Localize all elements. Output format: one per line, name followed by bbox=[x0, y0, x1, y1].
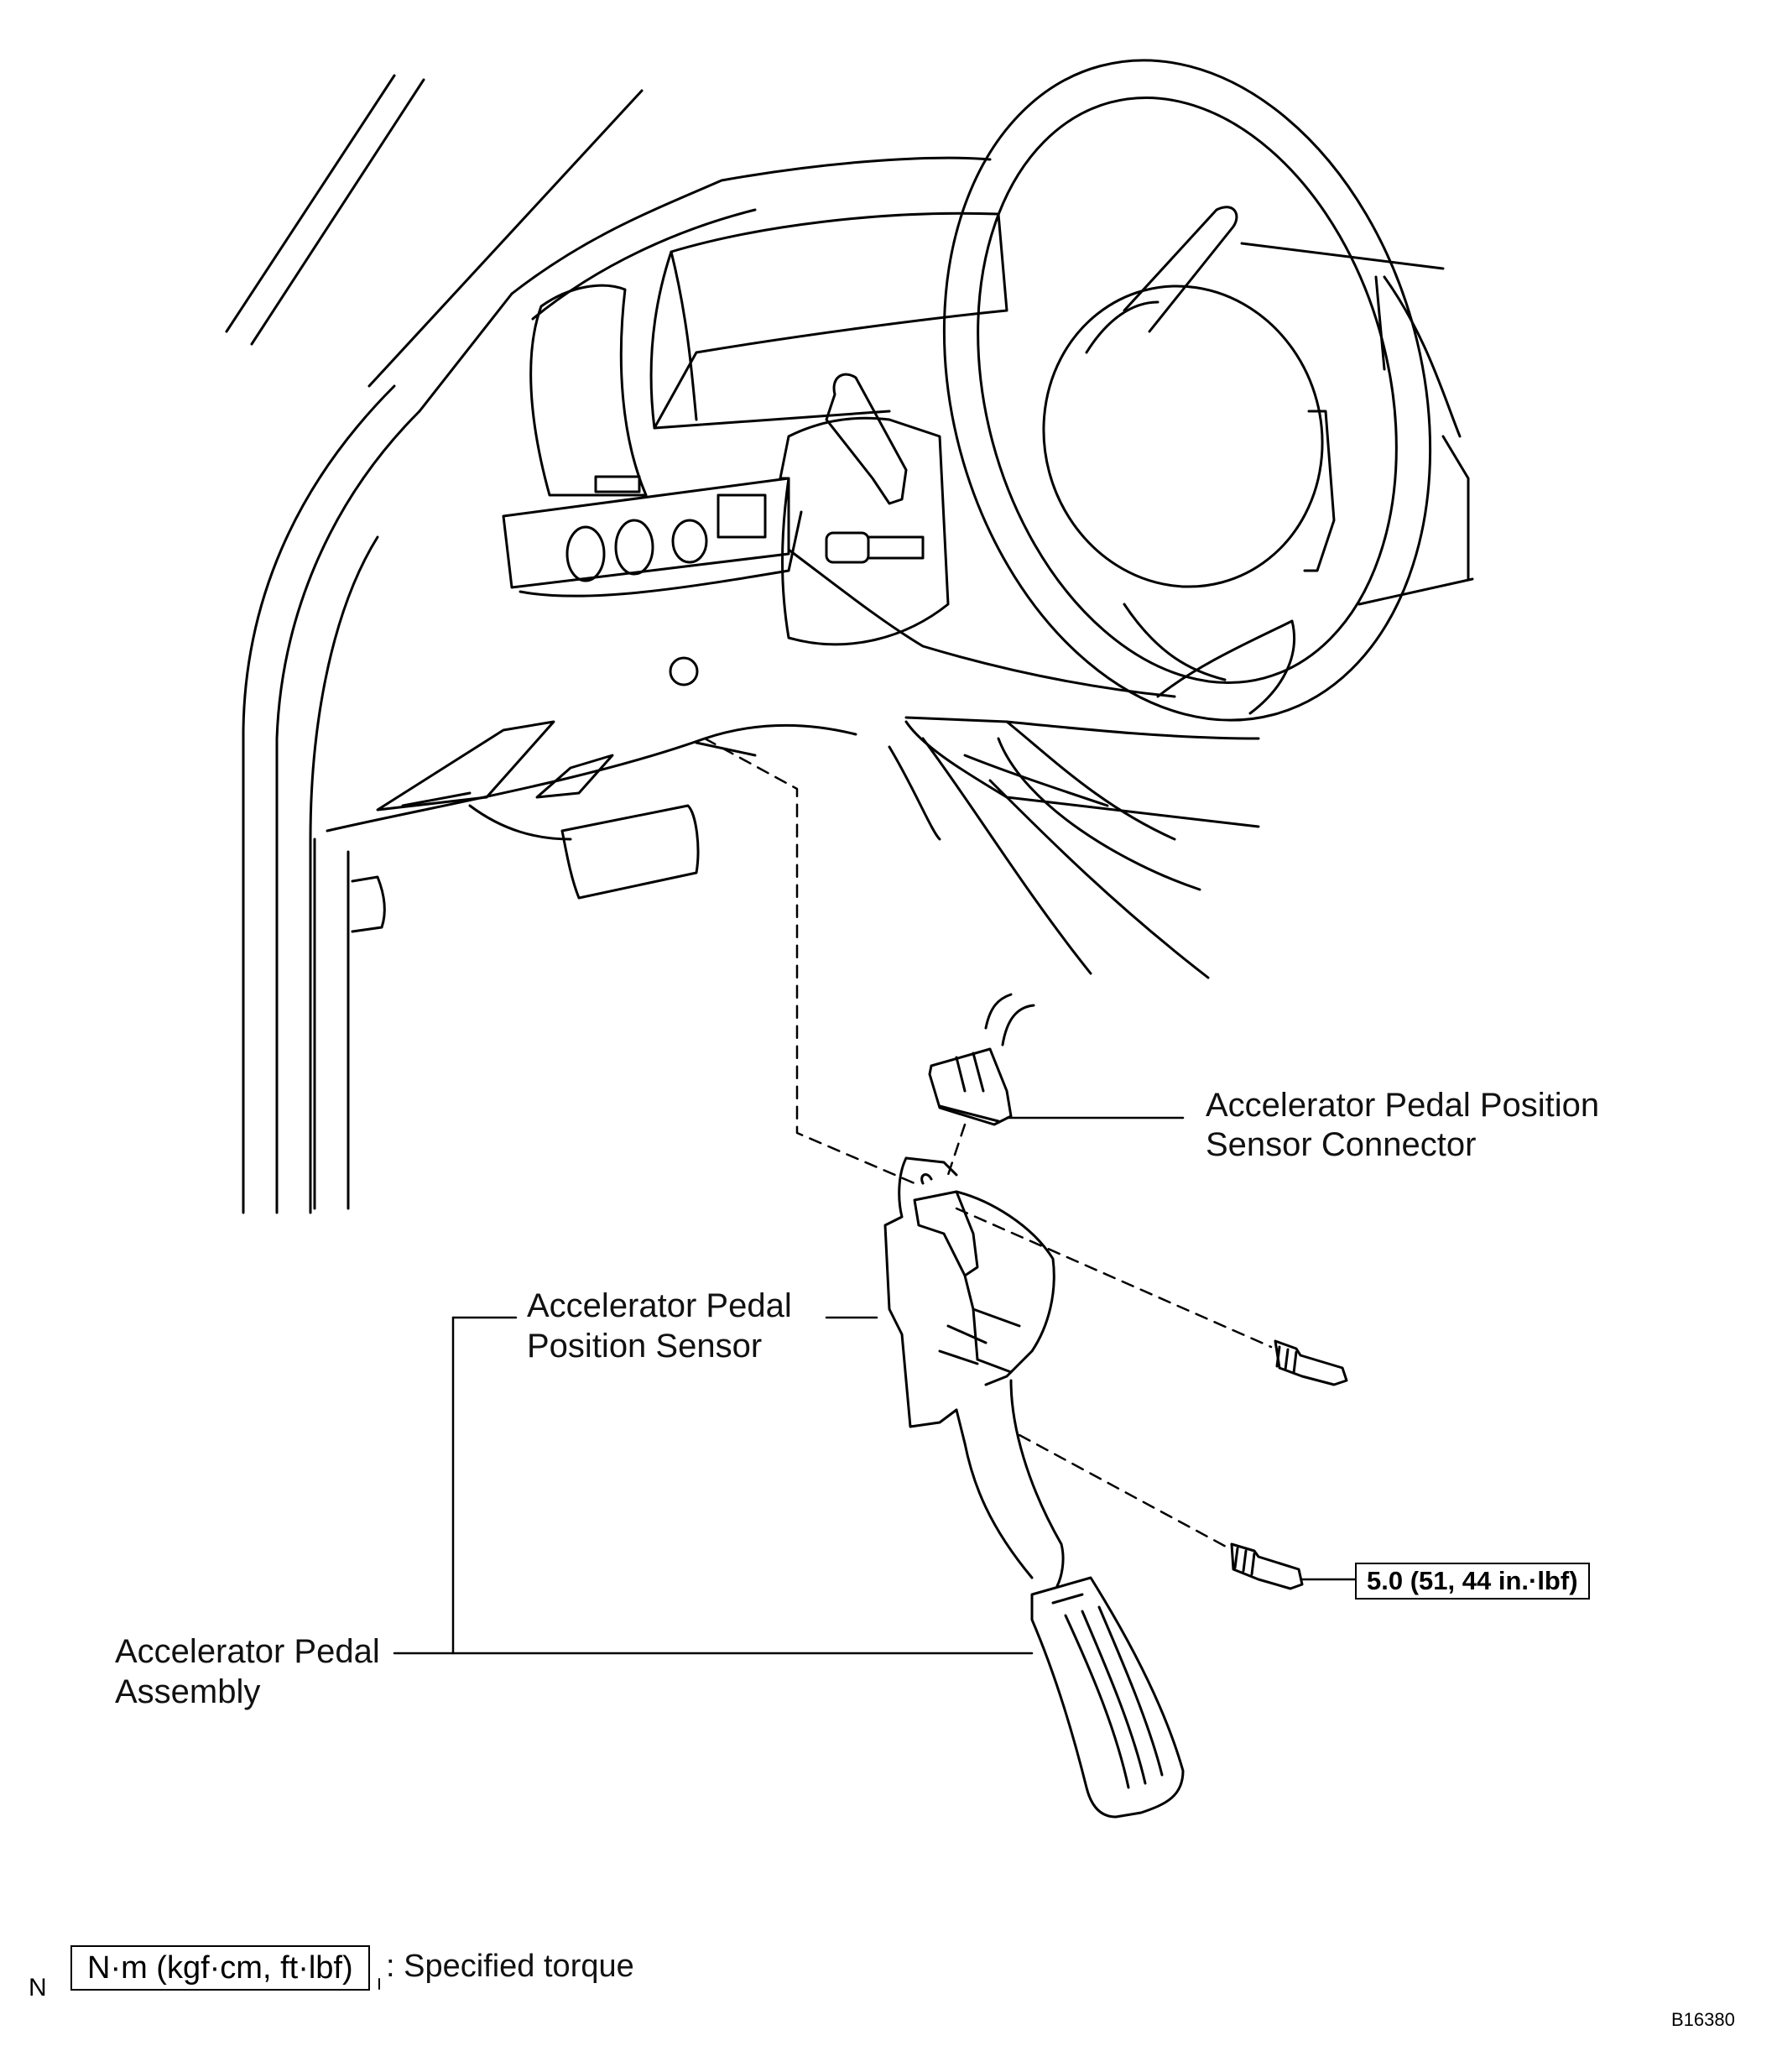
connector-drawing bbox=[928, 993, 1035, 1126]
assembly-label-line2: Assembly bbox=[115, 1673, 261, 1710]
legend-torque-box: N·m (kgf·cm, ft·lbf) bbox=[70, 1945, 370, 1991]
dashboard-drawing bbox=[326, 156, 1474, 979]
corner-mark: N bbox=[29, 1974, 47, 2002]
bolt-lower-drawing bbox=[1230, 1542, 1304, 1590]
connector-label-line2: Sensor Connector bbox=[1206, 1126, 1477, 1163]
sensor-label-line1: Accelerator Pedal bbox=[527, 1287, 792, 1324]
installation-guides bbox=[703, 737, 1273, 1550]
bolt-upper-drawing bbox=[1274, 1339, 1348, 1386]
assembly-label-line1: Accelerator Pedal bbox=[115, 1633, 380, 1670]
leader-lines bbox=[393, 1116, 1357, 1655]
torque-spec-box: 5.0 (51, 44 in.·lbf) bbox=[1355, 1563, 1590, 1600]
pedal-assembly-drawing bbox=[883, 1156, 1185, 1819]
steering-wheel-drawing bbox=[942, 59, 1432, 722]
sensor-label-line2: Position Sensor bbox=[527, 1328, 763, 1365]
legend-description: : Specified torque bbox=[386, 1949, 634, 1984]
connector-label-line1: Accelerator Pedal Position bbox=[1206, 1087, 1600, 1124]
a-pillar-drawing bbox=[225, 74, 644, 1214]
figure-code: B16380 bbox=[1671, 2009, 1735, 2030]
